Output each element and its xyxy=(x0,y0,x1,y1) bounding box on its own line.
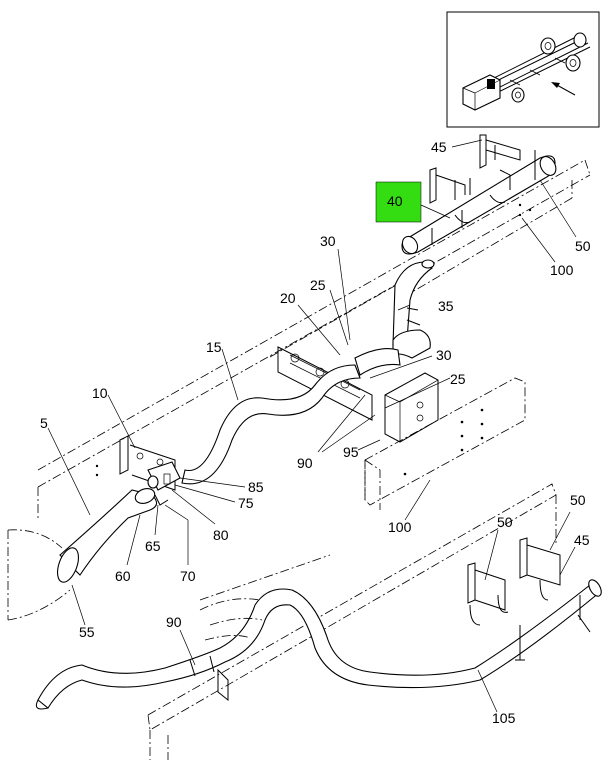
callout-90: 90 xyxy=(166,614,182,630)
vertical-pipe xyxy=(392,259,435,359)
callout-80: 80 xyxy=(213,527,229,543)
callout-95: 95 xyxy=(343,444,359,460)
callout-45: 45 xyxy=(574,532,590,548)
callouts: 40 45 50 100 30 25 20 35 15 30 25 10 5 9… xyxy=(40,139,591,726)
callout-25: 25 xyxy=(310,277,326,293)
callout-50: 50 xyxy=(570,492,586,508)
callout-50: 50 xyxy=(575,238,591,254)
callout-75: 75 xyxy=(238,495,254,511)
callout-50: 50 xyxy=(497,514,513,530)
callout-20: 20 xyxy=(280,290,296,306)
callout-100: 100 xyxy=(550,262,574,278)
turbo-body xyxy=(7,529,71,621)
callout-105: 105 xyxy=(492,710,516,726)
muffler-assembly xyxy=(401,134,557,255)
lower-view-frame xyxy=(147,483,557,760)
callout-45: 45 xyxy=(431,139,447,155)
turbo-clamp xyxy=(119,435,181,506)
callout-85: 85 xyxy=(248,479,264,495)
upper-frame-rail xyxy=(37,159,591,520)
lower-frame-rail xyxy=(364,377,526,510)
callout-60: 60 xyxy=(115,568,131,584)
callout-25: 25 xyxy=(450,371,466,387)
callout-70: 70 xyxy=(180,568,196,584)
callout-90: 90 xyxy=(297,455,313,471)
leader-lines xyxy=(47,139,577,713)
callout-10: 10 xyxy=(92,385,108,401)
truck-chassis-locator-icon xyxy=(462,32,591,111)
callout-15: 15 xyxy=(206,339,222,355)
callout-35: 35 xyxy=(438,298,454,314)
callout-30: 30 xyxy=(320,233,336,249)
locator-inset xyxy=(446,11,600,128)
callout-65: 65 xyxy=(145,538,161,554)
callout-30: 30 xyxy=(436,347,452,363)
callout-40: 40 xyxy=(387,193,403,209)
lower-exhaust-pipe xyxy=(35,537,602,710)
highlight-box xyxy=(375,181,422,223)
arrow-icon xyxy=(551,82,576,96)
flex-pipe xyxy=(181,348,401,485)
elbow-pipe xyxy=(56,488,158,583)
callout-100: 100 xyxy=(388,519,412,535)
callout-5: 5 xyxy=(40,415,48,431)
callout-55: 55 xyxy=(79,624,95,640)
